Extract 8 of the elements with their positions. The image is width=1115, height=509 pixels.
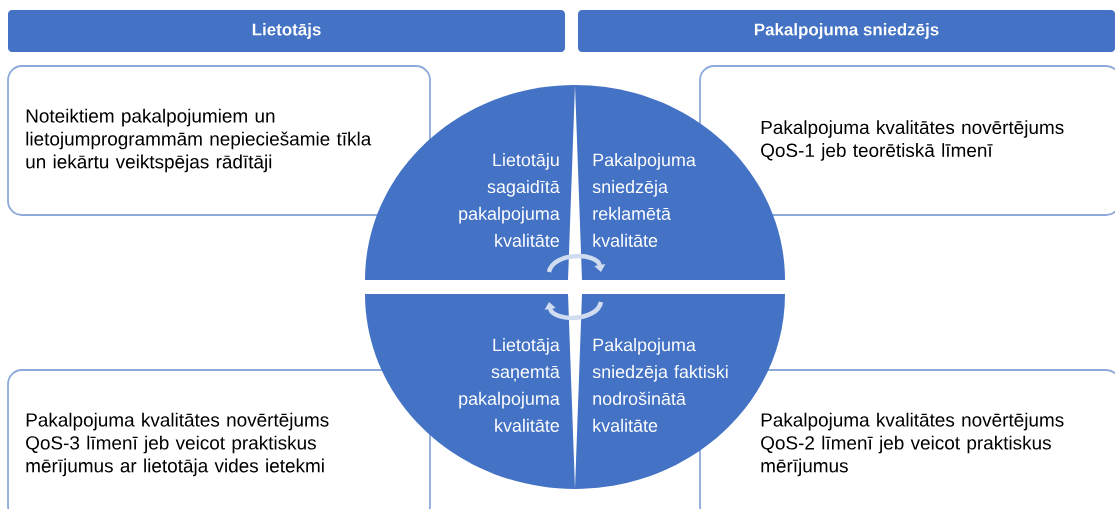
text-box: Noteiktiem pakalpojumiem un lietojumprogrammām nepieciešamie tīkla un iekārtu veiktspējas rādītāji — [7, 65, 431, 216]
text-box: Pakalpojuma kvalitātes novērtējums QoS-1 jeb teorētiskā līmenī — [699, 65, 1115, 216]
header-bar: Pakalpojuma sniedzējs — [578, 10, 1115, 52]
cycle-arrow — [546, 253, 606, 273]
circle-quadrant: Lietotāja saņemtā pakalpojuma kvalitāte — [365, 294, 575, 489]
text-box: Pakalpojuma kvalitātes novērtējums QoS-3 līmenī jeb veicot praktiskus mērījumus ar lietotāja vides ietekmi — [7, 369, 431, 509]
cycle-arrow — [544, 301, 604, 321]
header-bar: Lietotājs — [8, 10, 565, 52]
